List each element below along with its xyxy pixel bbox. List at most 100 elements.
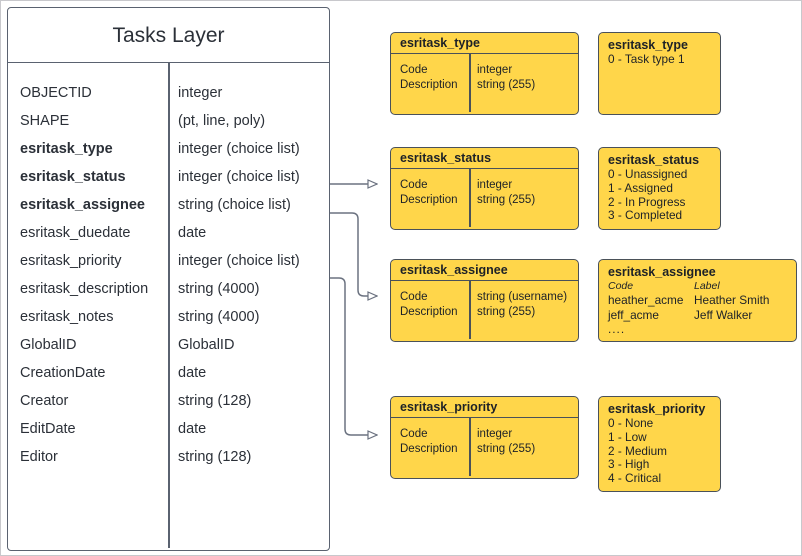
table-row: esritask_priority integer (choice list) <box>8 247 329 275</box>
domain-field-name: Code <box>400 290 428 303</box>
table-row: GlobalID GlobalID <box>8 331 329 359</box>
table-row: EditDate date <box>8 415 329 443</box>
field-name: EditDate <box>20 421 76 437</box>
field-type: string (128) <box>178 393 252 409</box>
value-list-title: esritask_assignee <box>608 265 716 279</box>
table-row: esritask_status integer (choice list) <box>8 163 329 191</box>
field-name: GlobalID <box>20 337 77 353</box>
value-list-title: esritask_status <box>608 153 700 167</box>
field-type: string (choice list) <box>178 197 291 213</box>
table-row: Code integer <box>391 177 578 192</box>
connector-priority <box>330 277 377 435</box>
table-row: Code integer <box>391 62 578 77</box>
domain-field-name: Description <box>400 305 458 318</box>
table-row: esritask_duedate date <box>8 219 329 247</box>
column-divider <box>469 169 471 228</box>
domain-field-name: Description <box>400 442 458 455</box>
field-type: integer (choice list) <box>178 253 300 269</box>
field-name: Editor <box>20 449 58 465</box>
field-type: integer (choice list) <box>178 141 300 157</box>
domain-field-type: integer <box>477 63 513 76</box>
field-type: (pt, line, poly) <box>178 113 266 129</box>
table-row: OBJECTID integer <box>8 79 329 107</box>
domain-table-body: Code integer Description string (255) <box>391 418 578 477</box>
table-row: Description string (255) <box>391 77 578 92</box>
field-type: string (128) <box>178 449 252 465</box>
domain-table-body: Code string (username) Description strin… <box>391 281 578 340</box>
field-type: integer <box>178 85 223 101</box>
domain-field-type: string (255) <box>477 442 536 455</box>
column-divider <box>469 418 471 477</box>
table-row: Code string (username) <box>391 289 578 304</box>
field-name: CreationDate <box>20 365 106 381</box>
domain-field-name: Code <box>400 63 428 76</box>
value-list-esritask-status: esritask_status 0 - Unassigned 1 - Assig… <box>598 147 721 230</box>
table-row: Creator string (128) <box>8 387 329 415</box>
domain-table-esritask-priority: esritask_priority Code integer Descripti… <box>390 396 579 479</box>
value-list-title: esritask_type <box>608 38 688 52</box>
column-header-code: Code <box>608 280 634 292</box>
tasks-layer-entity: Tasks Layer OBJECTID integer SHAPE (pt, … <box>7 7 330 551</box>
field-name: esritask_status <box>20 169 126 185</box>
list-item: 2 - In Progress <box>608 194 686 209</box>
value-list-esritask-type: esritask_type 0 - Task type 1 <box>598 32 721 115</box>
domain-field-name: Description <box>400 78 458 91</box>
page-title: Tasks Layer <box>8 8 329 63</box>
field-name: esritask_notes <box>20 309 114 325</box>
field-list: OBJECTID integer SHAPE (pt, line, poly) … <box>8 63 329 548</box>
field-name: Creator <box>20 393 69 409</box>
table-row: CreationDate date <box>8 359 329 387</box>
list-item: 4 - Critical <box>608 471 662 486</box>
field-type: date <box>178 225 207 241</box>
field-name: esritask_priority <box>20 253 122 269</box>
value-list-column-headers: Code Label <box>608 280 787 293</box>
list-item: 2 - Medium <box>608 443 668 458</box>
field-name: OBJECTID <box>20 85 92 101</box>
list-item: 0 - Unassigned <box>608 167 688 181</box>
value-list-title: esritask_priority <box>608 402 706 416</box>
domain-table-esritask-assignee: esritask_assignee Code string (username)… <box>390 259 579 342</box>
domain-table-body: Code integer Description string (255) <box>391 54 578 113</box>
field-type: date <box>178 421 207 437</box>
value-list-esritask-priority: esritask_priority 0 - None 1 - Low 2 - M… <box>598 396 721 492</box>
value-label: Jeff Walker <box>694 307 753 322</box>
domain-field-name: Code <box>400 427 428 440</box>
list-item: 0 - None <box>608 416 654 430</box>
domain-table-body: Code integer Description string (255) <box>391 169 578 228</box>
domain-field-name: Description <box>400 193 458 206</box>
column-divider <box>168 63 170 548</box>
list-item: 1 - Assigned <box>608 180 673 195</box>
table-row: Description string (255) <box>391 304 578 319</box>
table-row: esritask_notes string (4000) <box>8 303 329 331</box>
domain-field-type: string (255) <box>477 78 536 91</box>
table-row: SHAPE (pt, line, poly) <box>8 107 329 135</box>
domain-table-esritask-status: esritask_status Code integer Description… <box>390 147 579 230</box>
field-name: esritask_duedate <box>20 225 131 241</box>
column-divider <box>469 54 471 113</box>
field-name: esritask_description <box>20 281 149 297</box>
table-row: esritask_type integer (choice list) <box>8 135 329 163</box>
table-row: esritask_description string (4000) <box>8 275 329 303</box>
domain-field-type: string (255) <box>477 193 536 206</box>
table-row: Description string (255) <box>391 441 578 456</box>
list-item: 0 - Task type 1 <box>608 52 685 66</box>
domain-field-type: string (username) <box>477 290 568 303</box>
list-item: heather_acme Heather Smith <box>608 293 787 308</box>
value-code: heather_acme <box>608 293 684 307</box>
column-divider <box>469 281 471 340</box>
domain-table-header: esritask_priority <box>391 397 578 418</box>
field-type: date <box>178 365 207 381</box>
field-name: SHAPE <box>20 113 70 129</box>
list-item: 3 - High <box>608 457 650 472</box>
list-item: 1 - Low <box>608 429 647 444</box>
domain-table-esritask-type: esritask_type Code integer Description s… <box>390 32 579 115</box>
domain-field-name: Code <box>400 178 428 191</box>
connector-assignee <box>330 212 377 296</box>
list-item: jeff_acme Jeff Walker <box>608 308 787 323</box>
domain-table-header: esritask_assignee <box>391 260 578 281</box>
domain-field-type: integer <box>477 178 513 191</box>
table-row: Description string (255) <box>391 192 578 207</box>
field-name: esritask_type <box>20 141 113 157</box>
field-type: string (4000) <box>178 281 260 297</box>
